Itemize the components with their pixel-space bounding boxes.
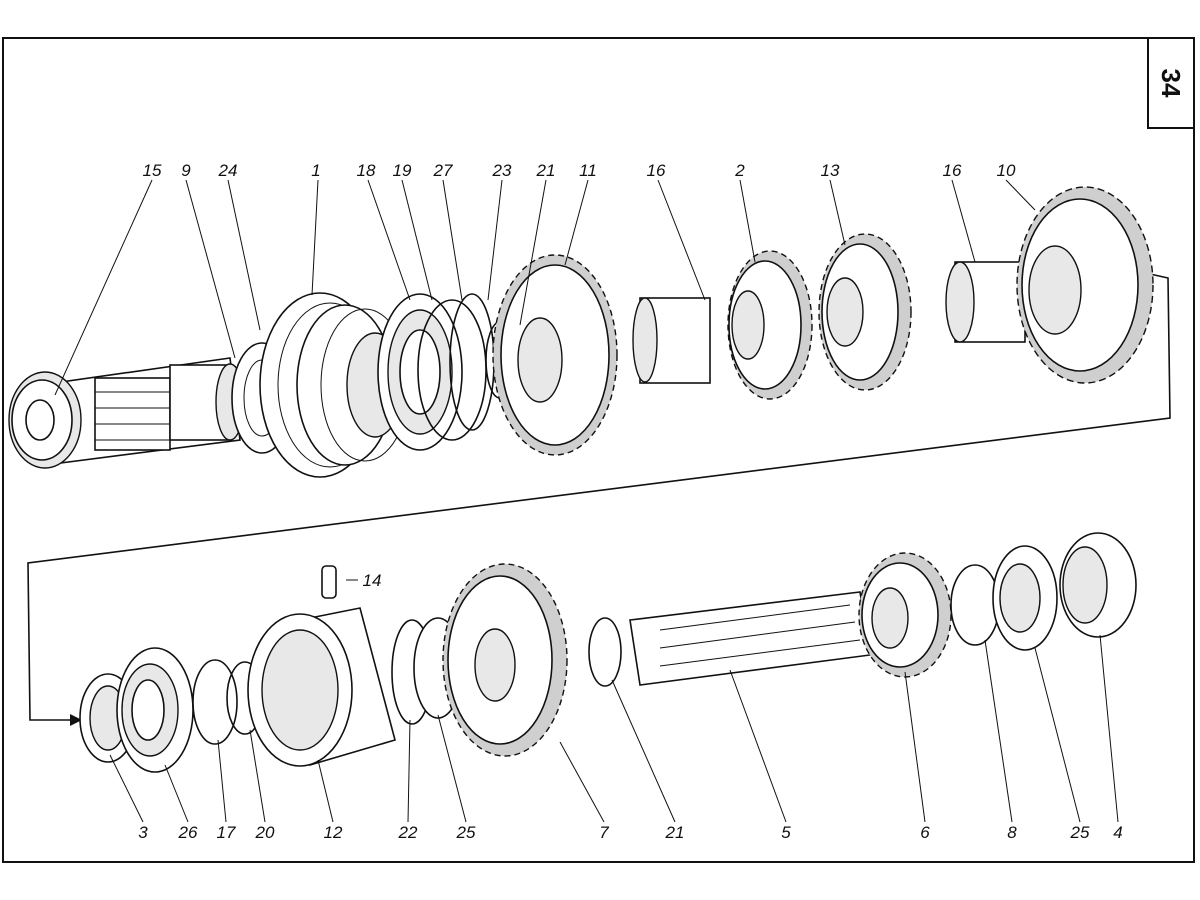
label-top-2: 2 [734, 161, 745, 180]
bottom-part-labels: 3 26 17 20 12 22 25 7 21 5 6 8 25 4 [138, 823, 1122, 842]
label-pin-14: 14 [363, 571, 382, 590]
label-top-15: 15 [143, 161, 162, 180]
label-bottom-5: 5 [781, 823, 791, 842]
label-bottom-22: 22 [398, 823, 418, 842]
connector-arrowhead [70, 714, 82, 726]
label-bottom-3: 3 [138, 823, 148, 842]
part-11-gear [492, 254, 618, 456]
label-top-27: 27 [433, 161, 453, 180]
part-10-gear [1016, 186, 1154, 384]
part-15-gear [8, 371, 82, 469]
label-top-24: 24 [218, 161, 238, 180]
leader-lines [54, 179, 1119, 823]
top-part-labels: 15 9 24 1 18 19 27 23 21 11 16 2 13 16 1… [143, 161, 1016, 180]
label-bottom-26: 26 [178, 823, 198, 842]
label-top-10: 10 [997, 161, 1016, 180]
spline-section [94, 377, 171, 451]
assembly-connector-line [27, 273, 1171, 721]
part-13-gear [818, 233, 912, 391]
label-bottom-6: 6 [920, 823, 930, 842]
part-17-washer [192, 659, 238, 745]
label-top-11: 11 [579, 161, 597, 180]
label-bottom-21: 21 [665, 823, 685, 842]
label-bottom-17: 17 [217, 823, 236, 842]
label-bottom-8: 8 [1007, 823, 1017, 842]
part-4-cup [1059, 532, 1137, 638]
label-top-18: 18 [357, 161, 376, 180]
label-bottom-7: 7 [599, 823, 609, 842]
part-26-bearing [116, 647, 194, 773]
diagram-border [2, 37, 1195, 863]
page-number-box: 34 [1147, 37, 1195, 129]
top-shaft-assembly [8, 186, 1154, 478]
part-8-ring [950, 564, 1000, 646]
part-14-pin [321, 565, 358, 599]
label-bottom-25b: 25 [1070, 823, 1090, 842]
page-number: 34 [1156, 69, 1186, 98]
label-top-13: 13 [821, 161, 840, 180]
label-bottom-20: 20 [255, 823, 275, 842]
label-bottom-25a: 25 [456, 823, 476, 842]
part-21-ring-bottom [588, 617, 622, 687]
label-top-9: 9 [181, 161, 191, 180]
part-2-gear [727, 250, 813, 400]
part-16-bushing-left [632, 297, 711, 384]
label-bottom-4: 4 [1113, 823, 1122, 842]
label-bottom-12: 12 [324, 823, 343, 842]
part-25-bearing-right [992, 545, 1058, 651]
label-top-16b: 16 [943, 161, 962, 180]
label-top-23: 23 [492, 161, 512, 180]
part-1-housing [259, 292, 410, 478]
part-12-housing [247, 607, 396, 767]
label-top-16a: 16 [647, 161, 666, 180]
part-7-gear [442, 563, 568, 757]
label-top-21: 21 [536, 161, 556, 180]
label-top-19: 19 [393, 161, 412, 180]
part-16-bushing-right [945, 261, 1026, 343]
label-top-1: 1 [311, 161, 320, 180]
part-18-19-bearing [377, 293, 487, 451]
part-6-gear [858, 552, 952, 678]
part-5-splined-shaft [629, 591, 871, 686]
bottom-shaft-assembly [79, 532, 1137, 773]
